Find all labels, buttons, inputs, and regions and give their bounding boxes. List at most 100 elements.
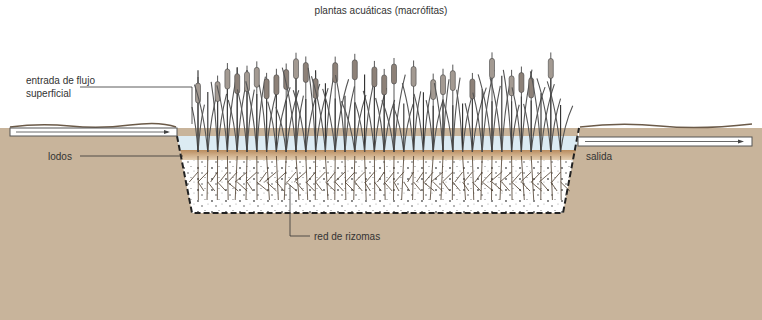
root: [539, 156, 557, 200]
root: [377, 156, 392, 200]
cattail-head: [372, 67, 377, 87]
cattail-head: [303, 62, 308, 82]
leaf: [194, 85, 207, 152]
leaf: [197, 70, 198, 152]
liner: [177, 128, 579, 213]
root: [395, 156, 410, 200]
root: [260, 156, 277, 200]
leaf: [473, 93, 482, 152]
flow-arrow: [585, 141, 742, 142]
flow-arrow: [164, 130, 170, 134]
leaf: [198, 105, 204, 152]
root: [275, 156, 296, 200]
leaf: [267, 90, 277, 152]
leaf: [217, 85, 227, 152]
cattail-head: [392, 64, 397, 84]
leaf: [276, 87, 290, 152]
leaf: [374, 88, 386, 152]
root: [198, 156, 215, 200]
root: [264, 156, 284, 200]
cattail-head: [450, 71, 455, 91]
leaf: [218, 94, 227, 152]
leaf: [414, 94, 423, 152]
leaf: [228, 100, 237, 152]
leaf: [490, 78, 502, 152]
leaf: [537, 78, 551, 152]
root: [355, 156, 371, 200]
leaf: [402, 83, 413, 152]
leaf: [335, 75, 345, 152]
leaf: [382, 100, 394, 152]
leaf: [457, 90, 463, 152]
cattail-head: [441, 75, 446, 95]
part-label: entrada de flujo superficial: [26, 74, 108, 100]
leaf: [341, 101, 354, 152]
ground: [0, 128, 762, 320]
cattail-head: [284, 70, 289, 90]
root: [500, 156, 521, 200]
root: [327, 156, 343, 200]
root: [294, 156, 314, 200]
leaf: [282, 68, 296, 152]
cattail-head: [225, 69, 230, 89]
leaf: [551, 99, 561, 152]
root: [425, 156, 443, 200]
root: [345, 156, 362, 200]
leaf: [560, 105, 561, 152]
sludge: [180, 150, 576, 160]
cattail-head: [490, 58, 495, 78]
root: [483, 156, 503, 200]
cattail-head: [519, 73, 524, 93]
cattail-head: [294, 59, 299, 79]
root: [490, 156, 510, 200]
leaf: [540, 93, 541, 152]
cattail-head: [548, 58, 553, 78]
cattail-head: [382, 75, 387, 95]
leaf: [376, 98, 385, 152]
ground-surface: [10, 123, 176, 127]
leaf: [463, 96, 472, 152]
leaf: [492, 86, 500, 152]
root: [521, 156, 542, 200]
cattail-head: [245, 72, 250, 92]
part-label: salida: [586, 150, 612, 163]
cattail-head: [274, 75, 279, 95]
leader-line: [80, 156, 183, 157]
leaf: [276, 107, 286, 152]
root: [211, 156, 226, 200]
flow-arrow: [738, 140, 744, 144]
leaf: [561, 106, 573, 152]
leaf: [512, 87, 521, 152]
root: [475, 156, 493, 200]
leaf: [393, 106, 403, 152]
root: [386, 156, 399, 200]
inlet-pipe: [10, 128, 177, 136]
leader-line: [80, 87, 192, 124]
cattail-head: [264, 79, 269, 99]
part-label: lodos: [48, 150, 72, 163]
part-label: red de rizomas: [314, 230, 380, 243]
root: [307, 156, 323, 200]
leaf: [547, 81, 560, 152]
ground-surface: [580, 124, 752, 128]
cattail-head: [254, 67, 259, 87]
leaf: [192, 107, 198, 152]
outlet-pipe: [578, 137, 752, 146]
leaf: [363, 91, 374, 152]
leaf: [426, 100, 433, 152]
root: [316, 156, 335, 200]
leaf: [465, 103, 472, 152]
root: [455, 156, 469, 200]
leader-line: [290, 185, 310, 236]
leaf: [478, 74, 492, 152]
leaf: [311, 76, 325, 152]
leaf: [512, 105, 520, 152]
part-label: plantas acuáticas (macrófitas): [315, 4, 448, 17]
cattail-head: [196, 83, 201, 103]
leaf: [365, 85, 374, 152]
root: [513, 156, 530, 200]
leaf: [530, 71, 541, 152]
flow-arrow: [16, 132, 168, 133]
